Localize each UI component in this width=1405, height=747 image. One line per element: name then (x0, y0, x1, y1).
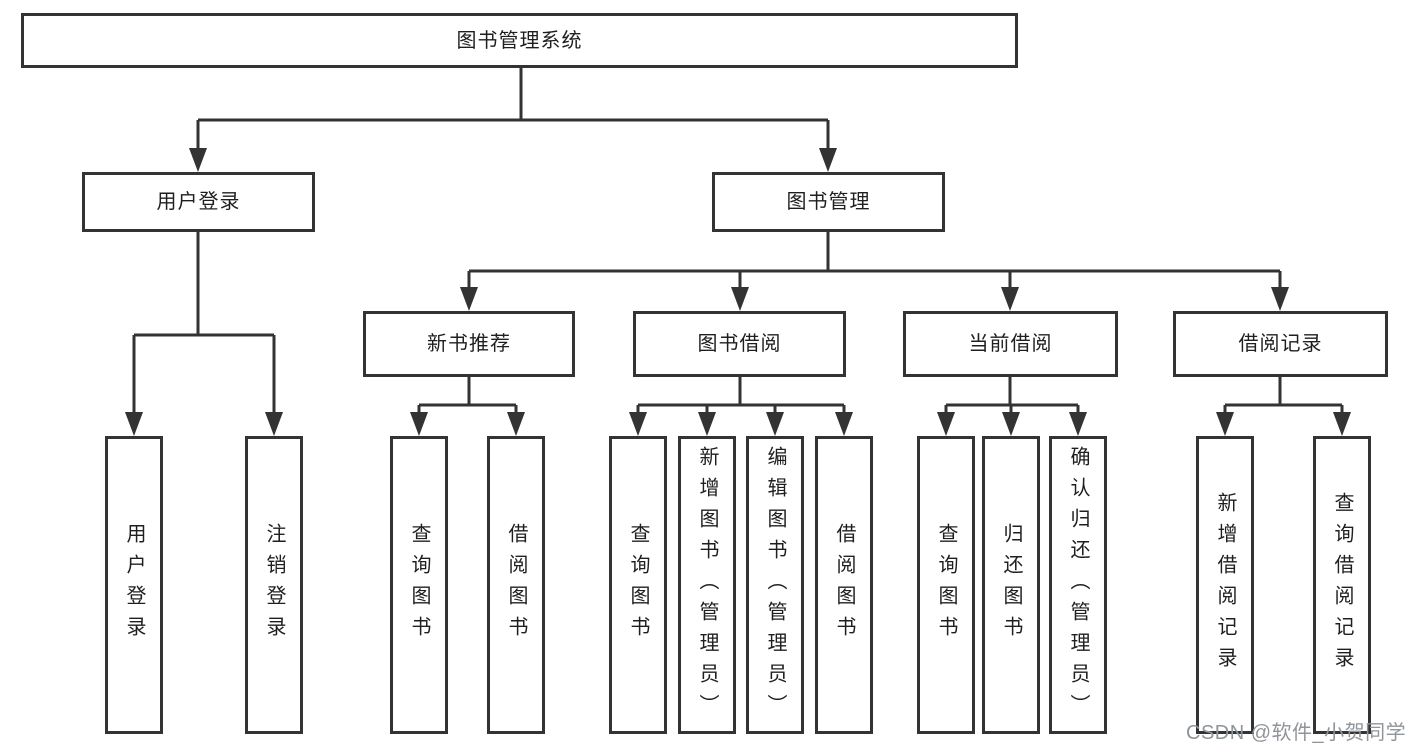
arrow-icon (189, 148, 207, 172)
arrowheads (125, 148, 1351, 436)
connector-user-login-children (132, 232, 276, 414)
arrow-icon (698, 412, 716, 436)
arrow-icon (1001, 287, 1019, 311)
connector-root-to-level2 (196, 68, 830, 150)
connector-records-children (1223, 377, 1344, 414)
leaf-records-add-borrow-record: 新增借阅记录 (1196, 436, 1254, 734)
arrow-icon (460, 287, 478, 311)
leaf-borrow-query-books: 查询图书 (609, 436, 667, 734)
leaf-borrow-add-books-admin: 新增图书（管理员） (678, 436, 736, 734)
arrow-icon (835, 412, 853, 436)
csdn-watermark: CSDN @软件_小贺同学 (1186, 722, 1405, 744)
arrow-icon (731, 287, 749, 311)
node-new-book-recommendation: 新书推荐 (363, 311, 575, 377)
arrow-icon (1333, 412, 1351, 436)
node-current-borrowing: 当前借阅 (903, 311, 1118, 377)
arrow-icon (265, 412, 283, 436)
arrow-icon (629, 412, 647, 436)
leaf-borrow-borrow-books: 借阅图书 (815, 436, 873, 734)
node-library-system: 图书管理系统 (21, 13, 1018, 68)
arrow-icon (507, 412, 525, 436)
arrow-icon (1069, 412, 1087, 436)
leaf-logout: 注销登录 (245, 436, 303, 734)
leaf-current-return-books: 归还图书 (982, 436, 1040, 734)
connector-current-borrow-children (944, 377, 1080, 414)
arrow-icon (819, 148, 837, 172)
node-user-login: 用户登录 (82, 172, 315, 232)
arrow-icon (410, 412, 428, 436)
arrow-icon (1271, 287, 1289, 311)
connector-book-borrow-children (636, 377, 846, 414)
arrow-icon (1002, 412, 1020, 436)
arrow-icon (937, 412, 955, 436)
leaf-borrow-edit-books-admin: 编辑图书（管理员） (746, 436, 804, 734)
leaf-current-query-books: 查询图书 (917, 436, 975, 734)
connector-book-management-children (467, 232, 1282, 291)
arrow-icon (125, 412, 143, 436)
arrow-icon (1216, 412, 1234, 436)
node-book-management: 图书管理 (712, 172, 945, 232)
leaf-user-login: 用户登录 (105, 436, 163, 734)
leaf-recommend-borrow-books: 借阅图书 (487, 436, 545, 734)
leaf-records-query-borrow-record: 查询借阅记录 (1313, 436, 1371, 734)
node-book-borrowing: 图书借阅 (633, 311, 846, 377)
arrow-icon (766, 412, 784, 436)
connector-new-book-children (417, 377, 518, 414)
leaf-recommend-query-books: 查询图书 (390, 436, 448, 734)
node-borrowing-records: 借阅记录 (1173, 311, 1388, 377)
leaf-current-confirm-return-admin: 确认归还（管理员） (1049, 436, 1107, 734)
